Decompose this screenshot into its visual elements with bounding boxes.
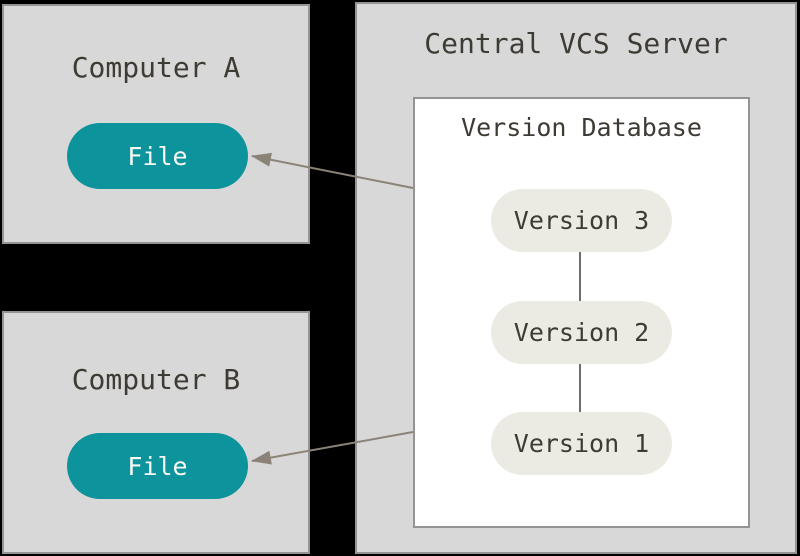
version-3-pill: Version 3 <box>491 189 672 252</box>
computer-a-box: Computer A File <box>2 4 310 244</box>
computer-b-file-pill: File <box>67 433 248 499</box>
version-database-panel: Version Database Version 3 Version 2 Ver… <box>413 97 750 528</box>
central-vcs-server-box: Central VCS Server Version Database Vers… <box>355 2 797 554</box>
central-vcs-server-title: Central VCS Server <box>424 27 728 60</box>
version-database-title: Version Database <box>461 113 702 142</box>
computer-a-title: Computer A <box>71 51 241 84</box>
computer-b-title: Computer B <box>71 363 241 396</box>
computer-a-file-pill: File <box>67 123 248 189</box>
computer-b-box: Computer B File <box>2 311 310 554</box>
version-2-pill: Version 2 <box>491 301 672 364</box>
connector-line-v2-v1 <box>579 364 581 412</box>
connector-line-v3-v2 <box>579 252 581 301</box>
version-1-pill: Version 1 <box>491 412 672 475</box>
